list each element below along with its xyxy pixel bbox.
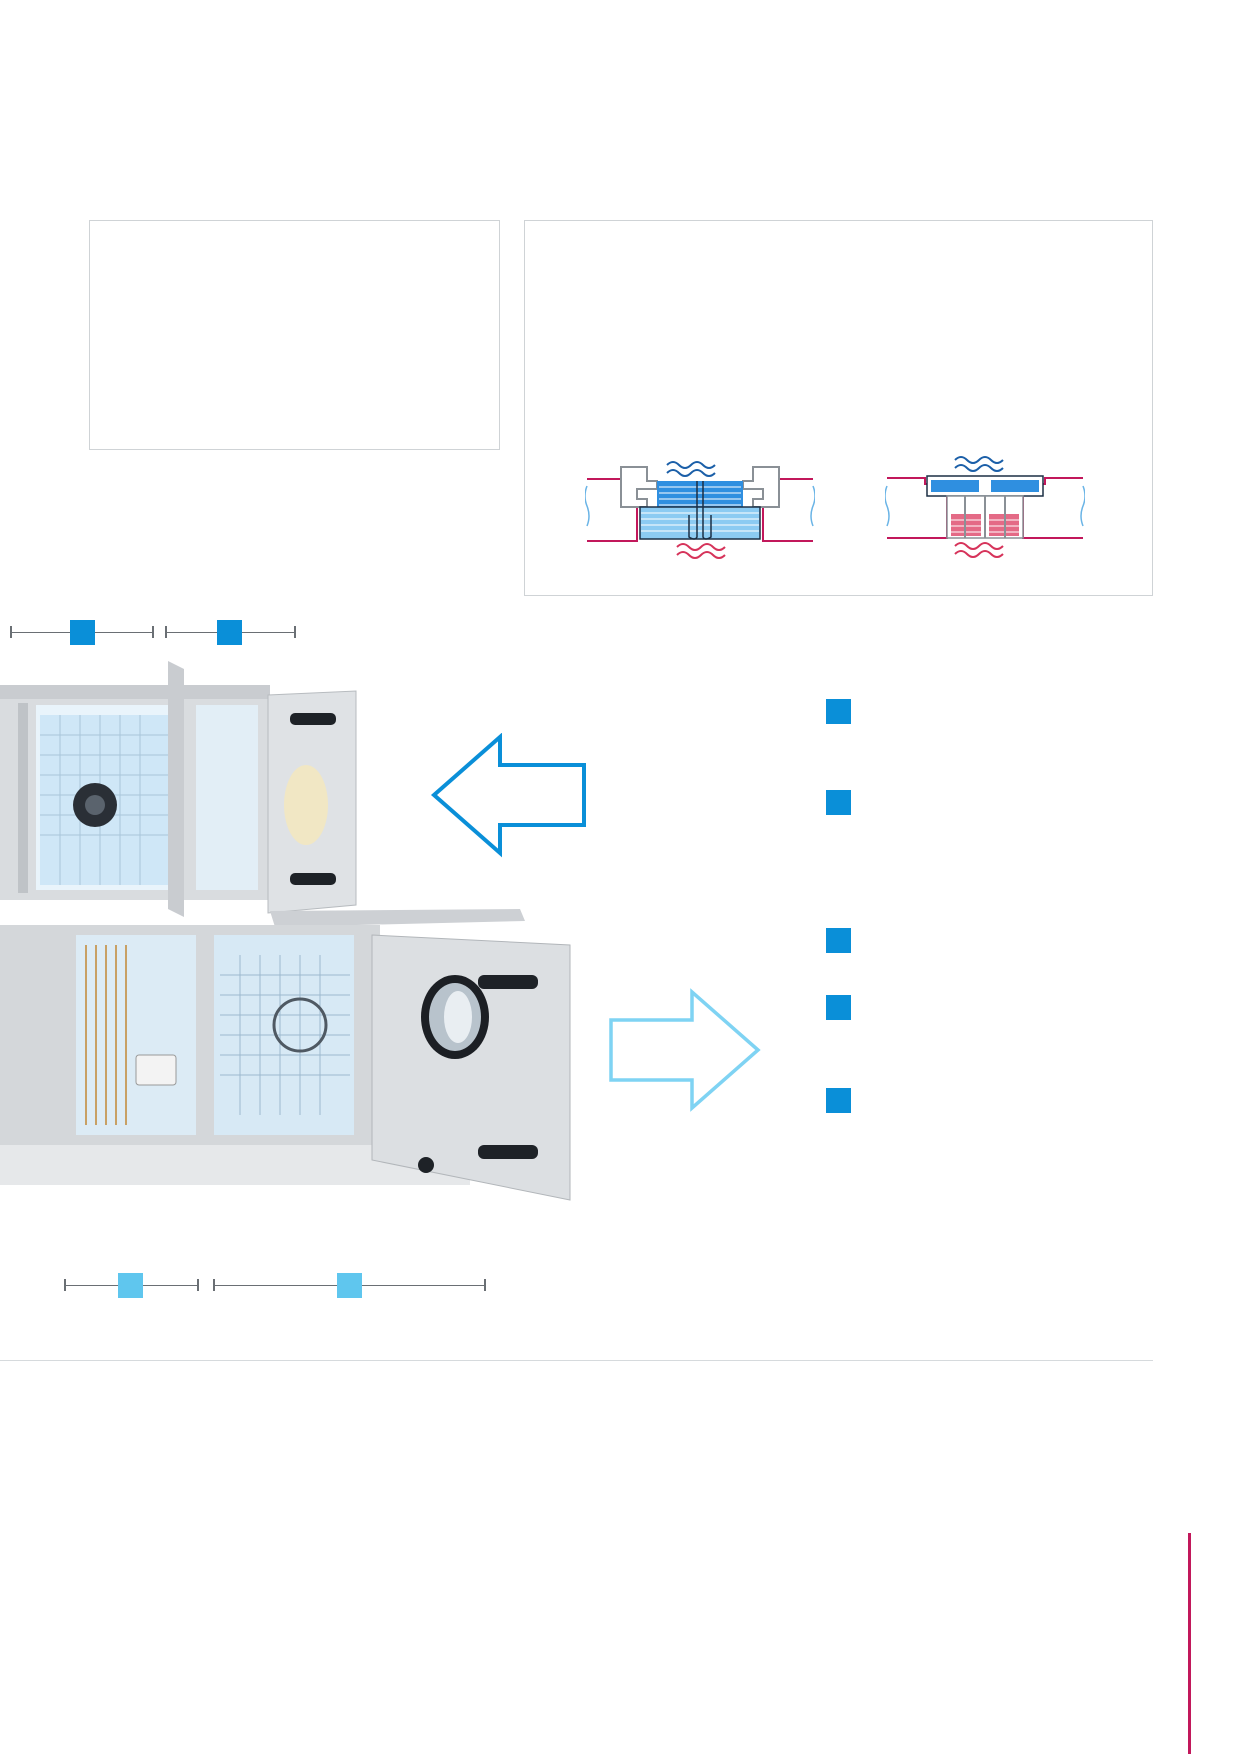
bullet-square — [826, 1088, 851, 1113]
page-edge-accent-bar — [1188, 1533, 1191, 1754]
frame-profile-cold-bridge — [585, 461, 815, 559]
bullet-square — [826, 928, 851, 953]
bullet-square — [826, 995, 851, 1020]
marker-square — [337, 1273, 362, 1298]
profile-diagram-box — [524, 220, 1153, 596]
inspection-window-icon — [421, 975, 489, 1059]
bullet-square — [826, 790, 851, 815]
bullet-square — [826, 699, 851, 724]
text-box-left — [89, 220, 500, 450]
section-divider — [0, 1360, 1153, 1361]
marker-square — [70, 620, 95, 645]
air-handling-unit-photo — [0, 661, 571, 1201]
frame-profile-thermal-break — [885, 456, 1085, 558]
door-handle-icon — [478, 975, 538, 1159]
marker-square — [118, 1273, 143, 1298]
arrow-left-outline — [430, 733, 586, 858]
arrow-right-outline — [609, 988, 761, 1112]
door-handle-icon — [290, 713, 336, 885]
marker-square — [217, 620, 242, 645]
